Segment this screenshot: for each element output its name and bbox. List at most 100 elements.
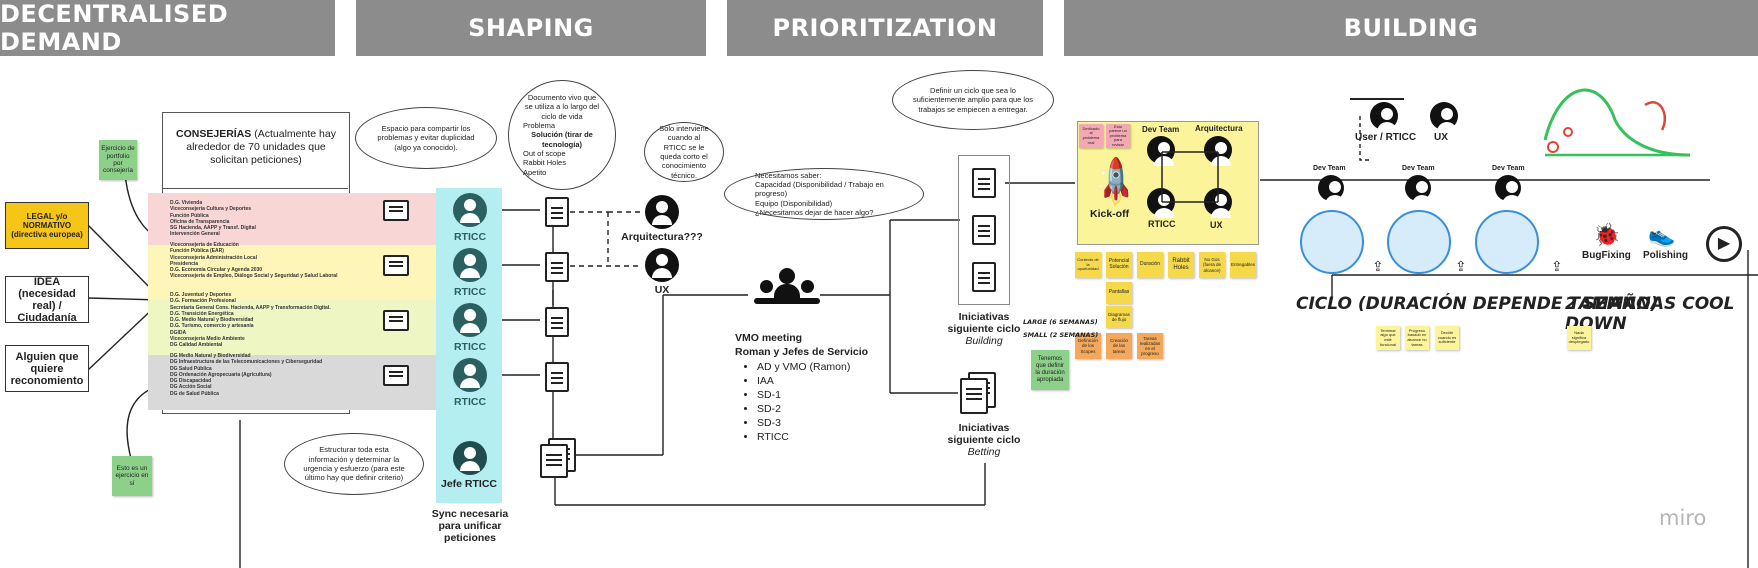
list-item: Viceconsejería de Empleo, Diálogo Social… [170, 273, 338, 280]
ux-label: UX [1434, 132, 1448, 143]
documents-stack-icon [960, 378, 988, 414]
list-item: DG Acción Social [170, 384, 212, 391]
rticc-person-icon [453, 248, 487, 282]
list-item: IAA [757, 374, 850, 388]
sticky-note: Decidir cuando es suficiente [1435, 326, 1459, 350]
dev-team-icon [1318, 175, 1345, 205]
rticc-label: RTICC [453, 286, 487, 298]
document-icon [972, 168, 996, 198]
team-links [1161, 151, 1219, 203]
arquitectura-person-icon [1204, 136, 1232, 166]
list-item: D.G. Turismo, comercio y artesanía [170, 323, 254, 330]
bugfixing-label: BugFixing [1582, 250, 1631, 261]
chat-icon [383, 200, 409, 221]
doc-bubble-item: Solución (tirar de tecnología) [531, 130, 593, 149]
sticky-note: Potencial Solución [1106, 252, 1132, 278]
list-item: DG Calidad Ambiental [170, 342, 223, 349]
next-building-frame [958, 155, 1010, 305]
rticc-person-icon [453, 193, 487, 227]
dev-team-icon [1495, 175, 1522, 205]
sticky-note: Tareas realizadas en el progreso [1137, 333, 1163, 359]
bubble-living-document: Documento vivo que se utiliza a lo largo… [508, 80, 616, 190]
upload-icon: ⇪ [1372, 258, 1384, 274]
sticky-note: Definición de los Scopes [1075, 333, 1101, 359]
sticky-note: No Gos (fuera de alcance) [1199, 252, 1225, 278]
rticc-label: RTICC [453, 341, 487, 353]
consejerias-group-2: Viceconsejería de Educación Función Públ… [170, 242, 337, 280]
list-item: AD y VMO (Ramon) [757, 360, 850, 374]
header-shaping: SHAPING [356, 0, 706, 56]
document-icon [545, 307, 569, 337]
documents-stack-icon [540, 444, 568, 478]
rticc-label: RTICC [453, 396, 487, 408]
dev-team-icon [1147, 136, 1175, 166]
rticc-person-icon [453, 303, 487, 337]
list-item: DG Ordenación Agropecuaria (Agricultura) [170, 371, 272, 378]
list-item: D.G. Juventud y Deportes [170, 292, 232, 298]
document-icon [545, 197, 569, 227]
consejerias-group-1: D.G. Vivienda Viceconsejería Cultura y D… [170, 200, 256, 238]
pink-note: Dedicado al problema real [1079, 124, 1103, 148]
consejerias-title-rest: (Actualmente hay alrededor de 70 unidade… [186, 128, 336, 166]
list-item: SD-1 [757, 388, 850, 402]
arquitectura-person-icon [645, 195, 679, 229]
list-item: DG Discapacidad [170, 378, 212, 385]
ux-person-icon [645, 248, 679, 282]
arquitectura-label: Arquitectura [1195, 124, 1243, 133]
bubble-define-cycle: Definir un ciclo que sea lo suficienteme… [892, 70, 1054, 130]
sticky-note: Nada significa desplegado [1567, 326, 1591, 350]
list-item: D.G. Vivienda [170, 200, 203, 206]
sticky-note: Rabbit Holes [1168, 252, 1194, 278]
sticky-note: Terminar algo que esté funcional [1376, 326, 1400, 350]
list-item: Viceconsejería Medio Ambiente [170, 336, 245, 343]
sticky-note: Entregables [1230, 252, 1256, 278]
doc-bubble-item: Rabbit Holes [523, 158, 566, 168]
vmo-subtitle: Roman y Jefes de Servicio [735, 346, 869, 358]
document-icon [545, 362, 569, 392]
dev-team-icon [1405, 175, 1432, 205]
doc-bubble-item: Problema [523, 120, 556, 130]
polishing-label: Polishing [1643, 250, 1688, 261]
polishing-icon: 👟 [1648, 222, 1676, 247]
consejerias-group-3: D.G. Juventud y Deportes D.G. Formación … [170, 292, 331, 349]
bug-icon: 🐞 [1593, 222, 1621, 247]
sync-label: Sync necesaria para unificar peticiones [431, 508, 509, 544]
idea-box: IDEA (necesidad real) / Ciudadanía [5, 276, 89, 324]
list-item: D.G. Formación Profesional [170, 298, 236, 305]
exercise-note: Esto es un ejercicio en sí [112, 456, 152, 496]
consejerias-divider [162, 188, 348, 189]
consejerias-title: CONSEJERÍAS (Actualmente hay alrededor d… [168, 128, 344, 167]
doc-bubble-item: Apetito [523, 167, 547, 177]
list-item: SG Hacienda, AAPP y Transf. Digital [170, 225, 256, 232]
portfolio-note: Ejercicio de portfolio por consejería [99, 140, 137, 180]
consejerias-group-4: DG Medio Natural y Biodiversidad DG Infr… [170, 353, 322, 397]
need-item: Capacidad (Disponibilidad / Trabajo en p… [755, 179, 884, 199]
document-icon [972, 262, 996, 292]
header-building: BUILDING [1064, 0, 1758, 56]
next-building-line2: Building [965, 335, 1003, 347]
next-building-line1: Iniciativas siguiente ciclo [947, 311, 1021, 335]
user-rticc-icon [1370, 102, 1398, 132]
upload-icon: ⇪ [1551, 258, 1563, 274]
vmo-title: VMO meeting [735, 332, 803, 344]
list-item: DG Infraestructura de las Telecomunicaci… [170, 359, 323, 366]
pink-note: Esto parece un problema para revisar [1106, 124, 1130, 148]
list-item: Función Pública [170, 212, 209, 219]
list-item: RTICC [757, 430, 850, 444]
cooldown-label: 2 SEMANAS COOL DOWN [1565, 294, 1735, 334]
list-item: DGIDA [170, 329, 187, 336]
chat-icon [383, 310, 409, 331]
rticc-label: RTICC [1148, 219, 1176, 229]
header-prioritization: PRIORITIZATION [727, 0, 1043, 56]
cycle-icon [1300, 210, 1364, 274]
dev-team-label: Dev Team [1313, 165, 1346, 172]
ciclo-label: CICLO (DURACIÓN DEPENDE TAMAÑO) [1296, 294, 1659, 314]
bubble-need-to-know: Necesitamos saber: Capacidad (Disponibil… [724, 168, 924, 220]
kickoff-label: Kick-off [1090, 208, 1130, 220]
list-item: Viceconsejería Administración Local [170, 254, 257, 261]
dev-team-label: Dev Team [1492, 165, 1525, 172]
list-item: D.G. Economía Circular y Agenda 2030 [170, 267, 263, 274]
cycle-icon [1475, 210, 1539, 274]
